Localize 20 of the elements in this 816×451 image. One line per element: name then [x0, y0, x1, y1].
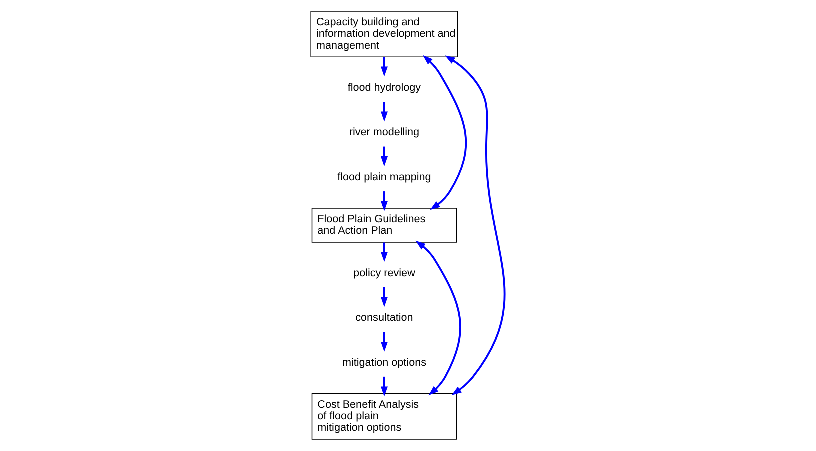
arrow: [380, 192, 388, 212]
node-text: river modelling: [349, 126, 420, 139]
node-text: mitigation options: [342, 356, 426, 369]
arrow: [380, 57, 388, 77]
node-text: flood hydrology: [348, 82, 422, 94]
arrow: [380, 242, 388, 262]
arrow: [416, 240, 462, 396]
node-text: flood plain mapping: [338, 171, 432, 184]
node-text: consultation: [356, 312, 414, 324]
node-box: Cost Benefit Analysis of flood plain mitigation options: [312, 394, 458, 440]
arrow: [380, 102, 388, 122]
node-text: policy review: [354, 267, 416, 280]
arrow: [445, 56, 506, 396]
arrow: [423, 55, 468, 210]
arrow: [380, 376, 388, 397]
node-box: Capacity building and information development and management: [310, 11, 458, 58]
arrow: [380, 146, 388, 167]
arrow: [380, 287, 388, 308]
arrow: [380, 332, 388, 352]
node-box: Flood Plain Guidelines and Action Plan: [312, 208, 458, 243]
